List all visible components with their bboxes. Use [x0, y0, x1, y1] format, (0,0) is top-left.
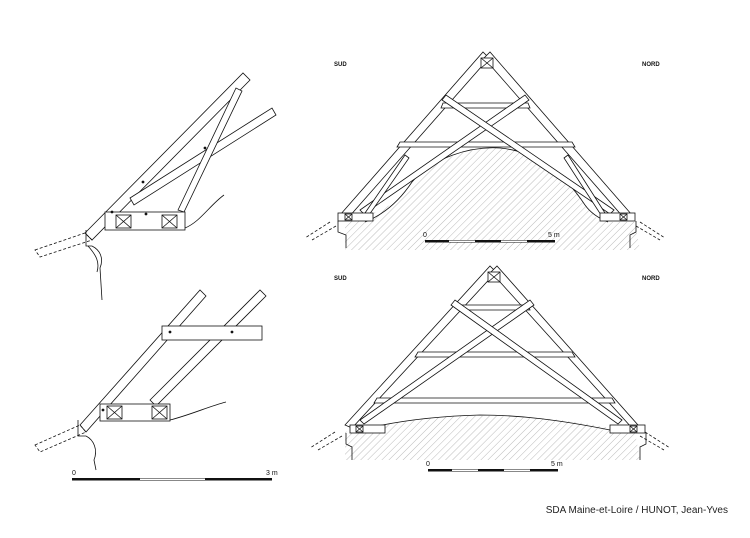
- wall-plate-left: [106, 405, 123, 420]
- scale-start-label: 0: [426, 461, 430, 468]
- scale-start-label: 0: [423, 232, 427, 239]
- credit-line: SDA Maine-et-Loire / HUNOT, Jean-Yves: [545, 505, 728, 516]
- detail-eave-bottom: [34, 289, 267, 471]
- scale-start-label: 0: [72, 470, 76, 477]
- truss-section-bottom: [309, 265, 671, 460]
- scale-end-label: 3 m: [266, 470, 278, 477]
- scale-bar-5m-bottom: 0 5 m: [426, 461, 563, 472]
- wall-plate-right: [151, 405, 168, 420]
- truss-section-top: [304, 51, 666, 250]
- scale-end-label: 5 m: [551, 461, 563, 468]
- scale-end-label: 5 m: [548, 232, 560, 239]
- label-south: SUD: [334, 276, 347, 282]
- label-north: NORD: [642, 62, 660, 68]
- scale-bar-5m-top: 0 5 m: [423, 232, 560, 243]
- label-south: SUD: [334, 62, 347, 68]
- label-north: NORD: [642, 276, 660, 282]
- wall-plate-left: [115, 214, 132, 229]
- wall-plate-right: [161, 214, 178, 229]
- scale-bar-3m: 0 3 m: [72, 470, 278, 481]
- detail-eave-top: [34, 72, 277, 301]
